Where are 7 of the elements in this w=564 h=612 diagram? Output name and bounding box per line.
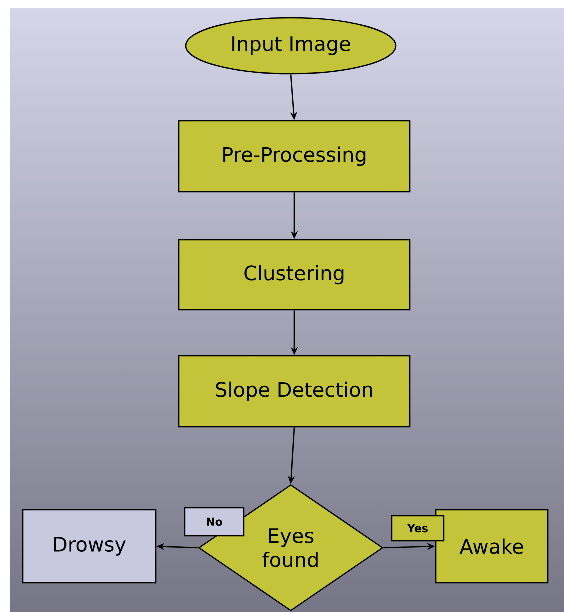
result-box: Awake — [435, 509, 549, 584]
process-box: Slope Detection — [178, 355, 411, 428]
edge-label: No — [184, 507, 245, 537]
process-box: Clustering — [178, 239, 411, 311]
edge-label: Yes — [391, 515, 445, 542]
result-box: Drowsy — [22, 509, 157, 584]
process-box: Pre-Processing — [178, 120, 411, 193]
